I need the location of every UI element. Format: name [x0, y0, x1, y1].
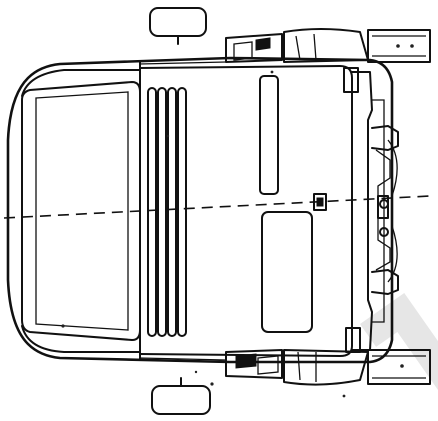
windshield	[21, 81, 141, 341]
wheel-bottom	[367, 349, 431, 385]
roof-edge	[21, 69, 141, 353]
hood-slot-upper	[259, 75, 279, 195]
body-outline	[6, 56, 394, 364]
hood-outline	[139, 65, 353, 357]
mirror-bottom	[151, 377, 211, 415]
front-axle-detail	[371, 125, 399, 295]
lower-hinge-assembly	[210, 349, 369, 386]
hood-vents	[147, 87, 187, 337]
scan-specks	[166, 70, 346, 398]
centerline	[3, 195, 431, 219]
mirror-top	[149, 7, 207, 45]
front-bumper	[343, 67, 385, 353]
wheel-top	[367, 29, 431, 63]
watermark-mark	[360, 292, 438, 391]
upper-hinge-assembly	[225, 28, 369, 63]
hood-opening-lower	[261, 211, 313, 333]
side-trim-lines	[139, 61, 227, 361]
